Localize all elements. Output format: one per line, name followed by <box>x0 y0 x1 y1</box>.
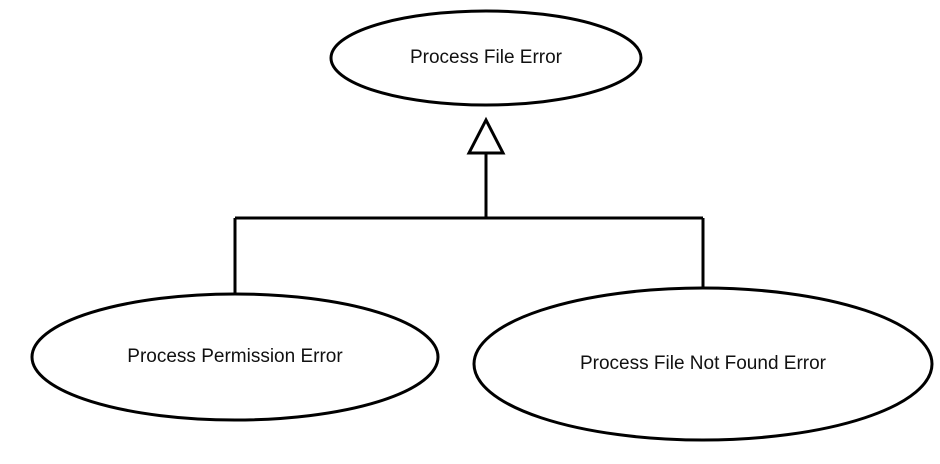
node-ellipse <box>472 286 934 442</box>
node-label-child-2: Process File Not Found Error <box>580 353 827 374</box>
node-ellipse <box>30 292 440 422</box>
node-process-file-error[interactable]: Process File Error <box>329 9 643 107</box>
inheritance-arrowhead-icon <box>466 116 506 155</box>
generalization-connector <box>233 116 705 295</box>
node-label-parent: Process File Error <box>410 47 563 68</box>
node-process-file-not-found-error[interactable]: Process File Not Found Error <box>472 286 934 442</box>
node-label-child-1: Process Permission Error <box>127 346 343 367</box>
node-ellipse <box>329 9 643 107</box>
node-process-permission-error[interactable]: Process Permission Error <box>30 292 440 422</box>
